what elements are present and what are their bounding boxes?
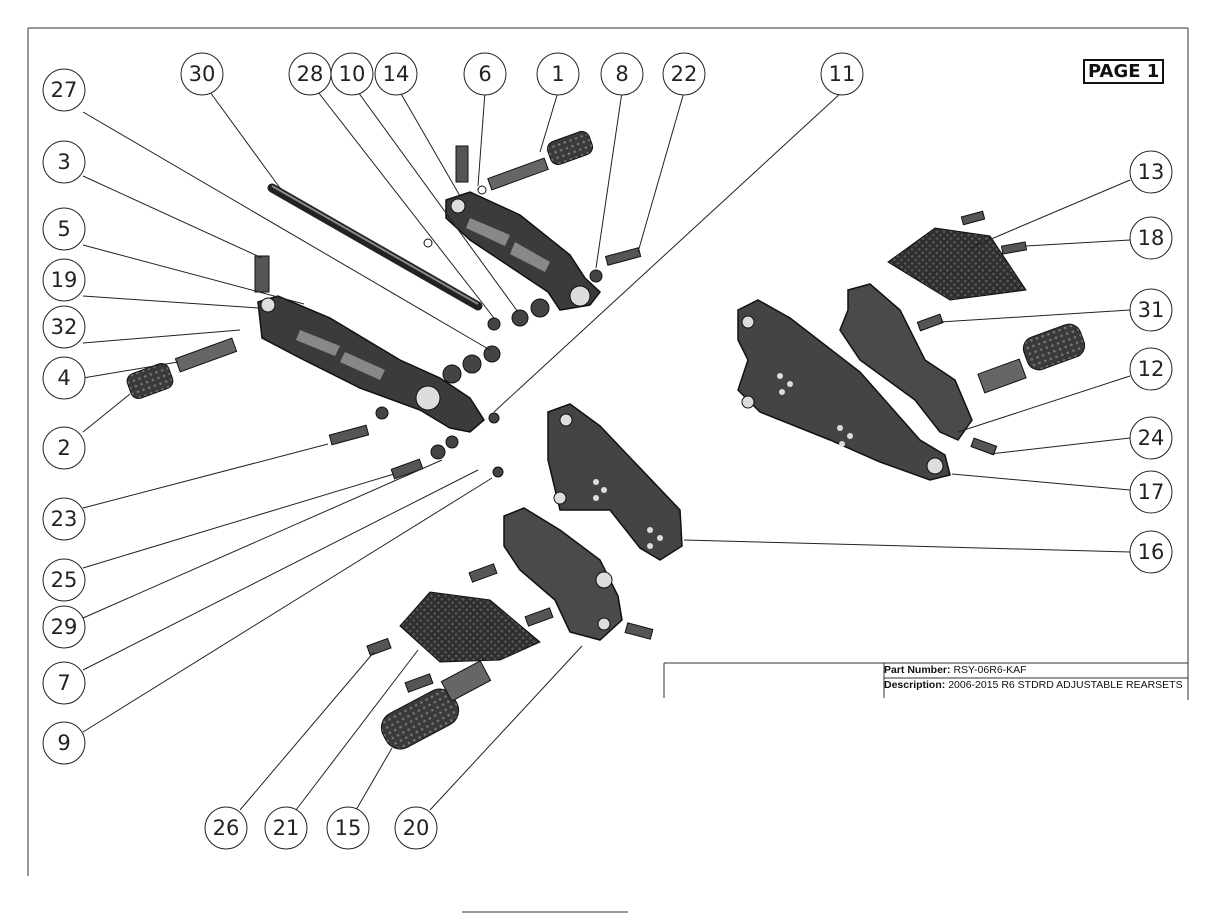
part-upper-peg bbox=[455, 130, 594, 191]
svg-text:20: 20 bbox=[403, 816, 430, 840]
balloon-16: 16 bbox=[1129, 530, 1173, 574]
balloon-3: 3 bbox=[42, 140, 86, 184]
balloon-14: 14 bbox=[374, 52, 418, 96]
svg-text:22: 22 bbox=[671, 62, 698, 86]
svg-text:14: 14 bbox=[383, 62, 410, 86]
title-block-frame bbox=[663, 662, 1188, 698]
svg-text:2: 2 bbox=[57, 436, 70, 460]
balloon-23: 23 bbox=[42, 497, 86, 541]
description-label: Description: bbox=[884, 679, 946, 691]
part-rod bbox=[267, 183, 483, 311]
balloon-30: 30 bbox=[180, 52, 224, 96]
part-right-rear-bracket bbox=[737, 299, 951, 481]
part-right-peg-bracket bbox=[839, 227, 1086, 441]
balloon-10: 10 bbox=[330, 52, 374, 96]
svg-text:17: 17 bbox=[1138, 480, 1165, 504]
part-upper-lever bbox=[445, 191, 602, 311]
part-bolts bbox=[328, 210, 1028, 693]
title-block: Part Number: RSY-06R6-KAF Description: 2… bbox=[884, 663, 1183, 693]
svg-text:28: 28 bbox=[297, 62, 324, 86]
leader-lines bbox=[82, 91, 1131, 811]
balloon-28: 28 bbox=[288, 52, 332, 96]
balloon-11: 11 bbox=[820, 52, 864, 96]
description-value: 2006-2015 R6 STDRD ADJUSTABLE REARSETS bbox=[948, 679, 1183, 691]
svg-text:3: 3 bbox=[57, 150, 70, 174]
svg-text:1: 1 bbox=[551, 62, 564, 86]
balloon-29: 29 bbox=[42, 605, 86, 649]
balloon-7: 7 bbox=[42, 661, 86, 705]
balloon-12: 12 bbox=[1129, 347, 1173, 391]
svg-text:11: 11 bbox=[829, 62, 856, 86]
balloon-27: 27 bbox=[42, 68, 86, 112]
svg-text:21: 21 bbox=[273, 816, 300, 840]
balloon-5: 5 bbox=[42, 207, 86, 251]
drawing-frame bbox=[27, 27, 1189, 913]
balloon-21: 21 bbox=[264, 806, 308, 850]
svg-text:18: 18 bbox=[1138, 226, 1165, 250]
balloon-4: 4 bbox=[42, 356, 86, 400]
balloon-18: 18 bbox=[1129, 216, 1173, 260]
svg-text:26: 26 bbox=[213, 816, 240, 840]
balloon-15: 15 bbox=[326, 806, 370, 850]
svg-text:31: 31 bbox=[1138, 298, 1165, 322]
balloon-24: 24 bbox=[1129, 416, 1173, 460]
svg-text:6: 6 bbox=[478, 62, 491, 86]
part-number-label: Part Number: bbox=[884, 664, 951, 676]
svg-text:24: 24 bbox=[1138, 426, 1165, 450]
svg-text:27: 27 bbox=[51, 78, 78, 102]
balloon-31: 31 bbox=[1129, 288, 1173, 332]
balloon-13: 13 bbox=[1129, 150, 1173, 194]
part-left-rear-bracket bbox=[547, 403, 683, 561]
balloon-32: 32 bbox=[42, 305, 86, 349]
balloon-25: 25 bbox=[42, 558, 86, 602]
svg-text:13: 13 bbox=[1138, 160, 1165, 184]
svg-text:5: 5 bbox=[57, 217, 70, 241]
part-number-row: Part Number: RSY-06R6-KAF bbox=[884, 663, 1183, 678]
part-lower-lever bbox=[254, 255, 485, 433]
svg-text:4: 4 bbox=[57, 366, 70, 390]
balloon-17: 17 bbox=[1129, 470, 1173, 514]
svg-text:8: 8 bbox=[615, 62, 628, 86]
svg-text:15: 15 bbox=[335, 816, 362, 840]
balloon-26: 26 bbox=[204, 806, 248, 850]
balloon-6: 6 bbox=[463, 52, 507, 96]
balloon-19: 19 bbox=[42, 258, 86, 302]
balloon-9: 9 bbox=[42, 721, 86, 765]
svg-text:30: 30 bbox=[189, 62, 216, 86]
part-lower-peg bbox=[126, 337, 238, 399]
svg-text:16: 16 bbox=[1138, 540, 1165, 564]
page-label: PAGE 1 bbox=[1083, 59, 1165, 84]
description-row: Description: 2006-2015 R6 STDRD ADJUSTAB… bbox=[884, 678, 1183, 693]
svg-text:9: 9 bbox=[57, 731, 70, 755]
part-left-peg-bracket bbox=[380, 507, 623, 750]
svg-text:10: 10 bbox=[339, 62, 366, 86]
balloon-1: 1 bbox=[536, 52, 580, 96]
balloon-2: 2 bbox=[42, 426, 86, 470]
part-washers bbox=[375, 185, 603, 478]
balloon-20: 20 bbox=[394, 806, 438, 850]
svg-text:12: 12 bbox=[1138, 357, 1165, 381]
part-number-value: RSY-06R6-KAF bbox=[953, 664, 1027, 676]
svg-text:23: 23 bbox=[51, 507, 78, 531]
balloon-8: 8 bbox=[600, 52, 644, 96]
svg-text:29: 29 bbox=[51, 615, 78, 639]
svg-text:25: 25 bbox=[51, 568, 78, 592]
svg-text:19: 19 bbox=[51, 268, 78, 292]
svg-text:32: 32 bbox=[51, 315, 78, 339]
svg-text:7: 7 bbox=[57, 671, 70, 695]
balloon-22: 22 bbox=[662, 52, 706, 96]
